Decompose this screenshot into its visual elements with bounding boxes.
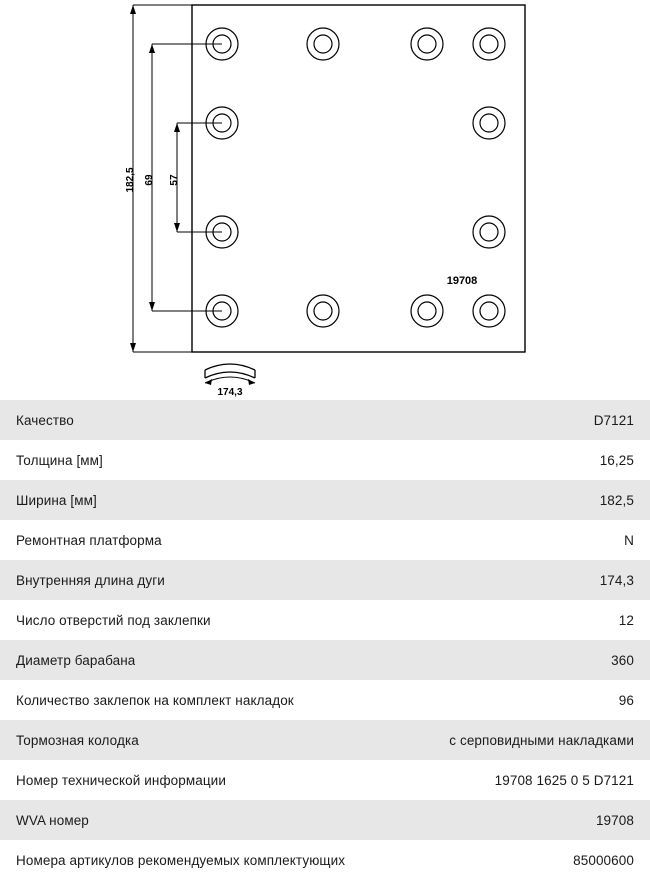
spec-label: Качество (16, 412, 74, 428)
spec-label: Номера артикулов рекомендуемых комплекту… (16, 852, 346, 868)
rivet-hole (205, 106, 239, 140)
rivet-hole (472, 294, 506, 328)
arc-length-arrow-right (248, 379, 255, 385)
spec-row: Диаметр барабана 360 (0, 640, 650, 680)
rivet-hole (205, 27, 239, 61)
spec-value: 19708 1625 0 5 D7121 (494, 772, 634, 788)
spec-label: Число отверстий под заклепки (16, 612, 211, 628)
rivet-hole (205, 215, 239, 249)
arc-length-arrow-left (205, 379, 212, 385)
rivet-hole (472, 27, 506, 61)
dim-arrow-69-top (149, 44, 155, 53)
drawing-part-number: 19708 (447, 275, 478, 287)
spec-label: Ширина [мм] (16, 492, 97, 508)
rivet-hole-row-upper-middle (205, 106, 506, 140)
spec-value: D7121 (593, 412, 634, 428)
dim-text-total-width: 182,5 (125, 167, 136, 192)
spec-row: Толщина [мм] 16,25 (0, 440, 650, 480)
rivet-hole-row-bottom (205, 294, 506, 328)
spec-value: 182,5 (599, 492, 634, 508)
spec-value: 85000600 (573, 852, 634, 868)
spec-value: 174,3 (599, 572, 634, 588)
spec-value: 360 (611, 652, 634, 668)
spec-row: WVA номер 19708 (0, 800, 650, 840)
rivet-hole (306, 294, 340, 328)
dim-arrow-total-top (130, 5, 136, 14)
spec-row: Ширина [мм] 182,5 (0, 480, 650, 520)
spec-row: Качество D7121 (0, 400, 650, 440)
spec-label: WVA номер (16, 812, 89, 828)
spec-label: Ремонтная платформа (16, 532, 162, 548)
spec-label: Тормозная колодка (16, 732, 139, 748)
rivet-hole-row-lower-middle (205, 215, 506, 249)
spec-value: 12 (618, 612, 634, 628)
rivet-hole-row-top (205, 27, 506, 61)
arc-profile-view (204, 363, 256, 385)
spec-value: 96 (618, 692, 634, 708)
arc-profile-outer (204, 363, 256, 371)
spec-row: Тормозная колодка с серповидными накладка… (0, 720, 650, 760)
spec-label: Внутренняя длина дуги (16, 572, 165, 588)
spec-row: Ремонтная платформа N (0, 520, 650, 560)
dim-arrow-57-top (174, 123, 180, 132)
dim-text-offset-outer: 69 (144, 174, 155, 186)
spec-label: Количество заклепок на комплект накладок (16, 692, 294, 708)
arc-profile-inner (204, 371, 256, 379)
spec-value: 19708 (595, 812, 634, 828)
spec-row: Номер технической информации 19708 1625 0… (0, 760, 650, 800)
lining-outline (191, 4, 526, 353)
dim-text-arc-length: 174,3 (217, 387, 242, 398)
spec-label: Номер технической информации (16, 772, 226, 788)
spec-value: 16,25 (599, 452, 634, 468)
rivet-hole (410, 294, 444, 328)
rivet-hole (472, 106, 506, 140)
dim-arrow-total-bottom (130, 343, 136, 352)
spec-row: Номера артикулов рекомендуемых комплекту… (0, 840, 650, 880)
spec-row: Количество заклепок на комплект накладок… (0, 680, 650, 720)
technical-drawing: 19708 182,5 69 57 174,3 (0, 0, 650, 400)
rivet-hole (410, 27, 444, 61)
arc-length-dim-line (204, 376, 256, 384)
spec-label: Диаметр барабана (16, 652, 136, 668)
dim-text-offset-inner: 57 (169, 174, 180, 186)
drawing-canvas: 19708 182,5 69 57 174,3 (125, 4, 526, 398)
dim-arrow-57-bottom (174, 223, 180, 232)
rivet-hole (306, 27, 340, 61)
spec-value: N (624, 532, 634, 548)
spec-row: Число отверстий под заклепки 12 (0, 600, 650, 640)
spec-label: Толщина [мм] (16, 452, 103, 468)
rivet-hole (205, 294, 239, 328)
spec-value: с серповидными накладками (449, 732, 634, 748)
rivet-hole (472, 215, 506, 249)
dim-arrow-69-bottom (149, 302, 155, 311)
spec-row: Внутренняя длина дуги 174,3 (0, 560, 650, 600)
